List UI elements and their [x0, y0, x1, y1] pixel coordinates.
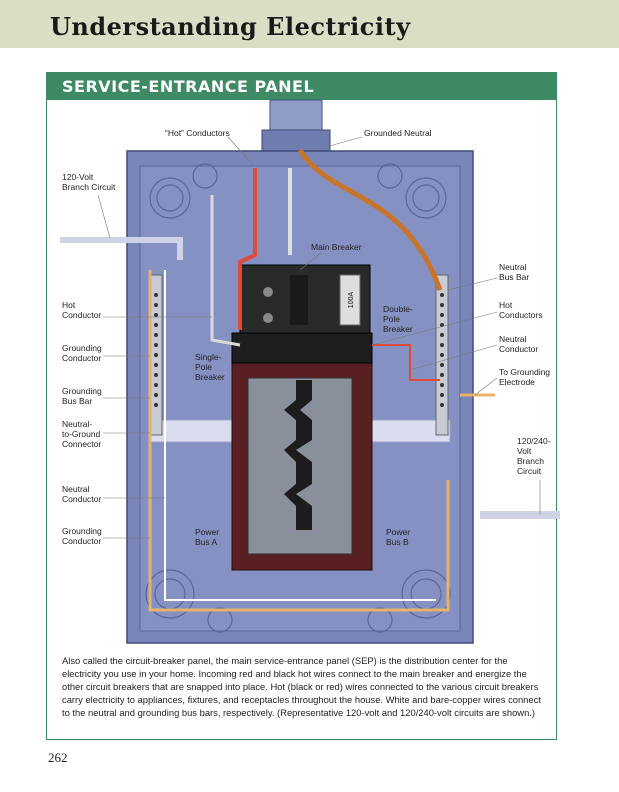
- knockouts: [145, 163, 451, 633]
- breaker-rating-mark: 100A: [348, 292, 355, 309]
- figure-caption: Also called the circuit-breaker panel, t…: [62, 655, 541, 718]
- hot-wire-red: [238, 168, 257, 330]
- label-branch-240: 120/240- Volt Branch Circuit: [517, 436, 551, 476]
- grounding-conductor-tan: [148, 270, 450, 612]
- section-title: SERVICE-ENTRANCE PANEL: [62, 77, 315, 96]
- header-band: [0, 0, 619, 48]
- label-double-pole: Double- Pole Breaker: [383, 304, 413, 334]
- label-hot-conductors-right: Hot Conductors: [499, 300, 543, 320]
- bus-screws-left: [154, 293, 158, 407]
- label-grounding-conductor-2: Grounding Conductor: [62, 526, 102, 546]
- power-bus-fingers: [284, 380, 312, 530]
- branch-120-cable: [60, 237, 183, 260]
- label-neutral-conductor-right: Neutral Conductor: [499, 334, 539, 354]
- bus-screws-right: [440, 293, 444, 407]
- label-power-bus-b: Power Bus B: [386, 527, 411, 547]
- hot-conductors-right: [372, 344, 440, 381]
- section-bar: SERVICE-ENTRANCE PANEL: [46, 72, 557, 100]
- label-neutral-bus-bar: Neutral Bus Bar: [499, 262, 530, 282]
- label-hot-conductors-top: “Hot” Conductors: [165, 128, 230, 138]
- conduit-fitting: [261, 129, 331, 153]
- label-branch-120: 120-Volt Branch Circuit: [62, 172, 116, 192]
- label-single-pole: Single- Pole Breaker: [195, 352, 225, 382]
- grounded-neutral-copper: [297, 148, 443, 291]
- label-neutral-to-ground: Neutral- to-Ground Connector: [62, 419, 102, 449]
- label-grounding-bus-bar: Grounding Bus Bar: [62, 386, 102, 406]
- label-grounding-conductor: Grounding Conductor: [62, 343, 102, 363]
- double-pole-breaker-row: [231, 332, 373, 364]
- hot-conductor-left: [210, 195, 241, 347]
- page-number: 262: [48, 750, 68, 765]
- page-title: Understanding Electricity: [50, 12, 411, 41]
- label-grounding-electrode: To Grounding Electrode: [499, 367, 551, 387]
- neutral-conductor-white: [164, 270, 436, 601]
- leader-lines: [97, 136, 541, 539]
- label-grounded-neutral: Grounded Neutral: [364, 128, 432, 138]
- label-neutral-conductor-left: Neutral Conductor: [62, 484, 102, 504]
- label-power-bus-a: Power Bus A: [195, 527, 220, 547]
- label-hot-conductor-left: Hot Conductor: [62, 300, 102, 320]
- label-main-breaker: Main Breaker: [311, 242, 362, 252]
